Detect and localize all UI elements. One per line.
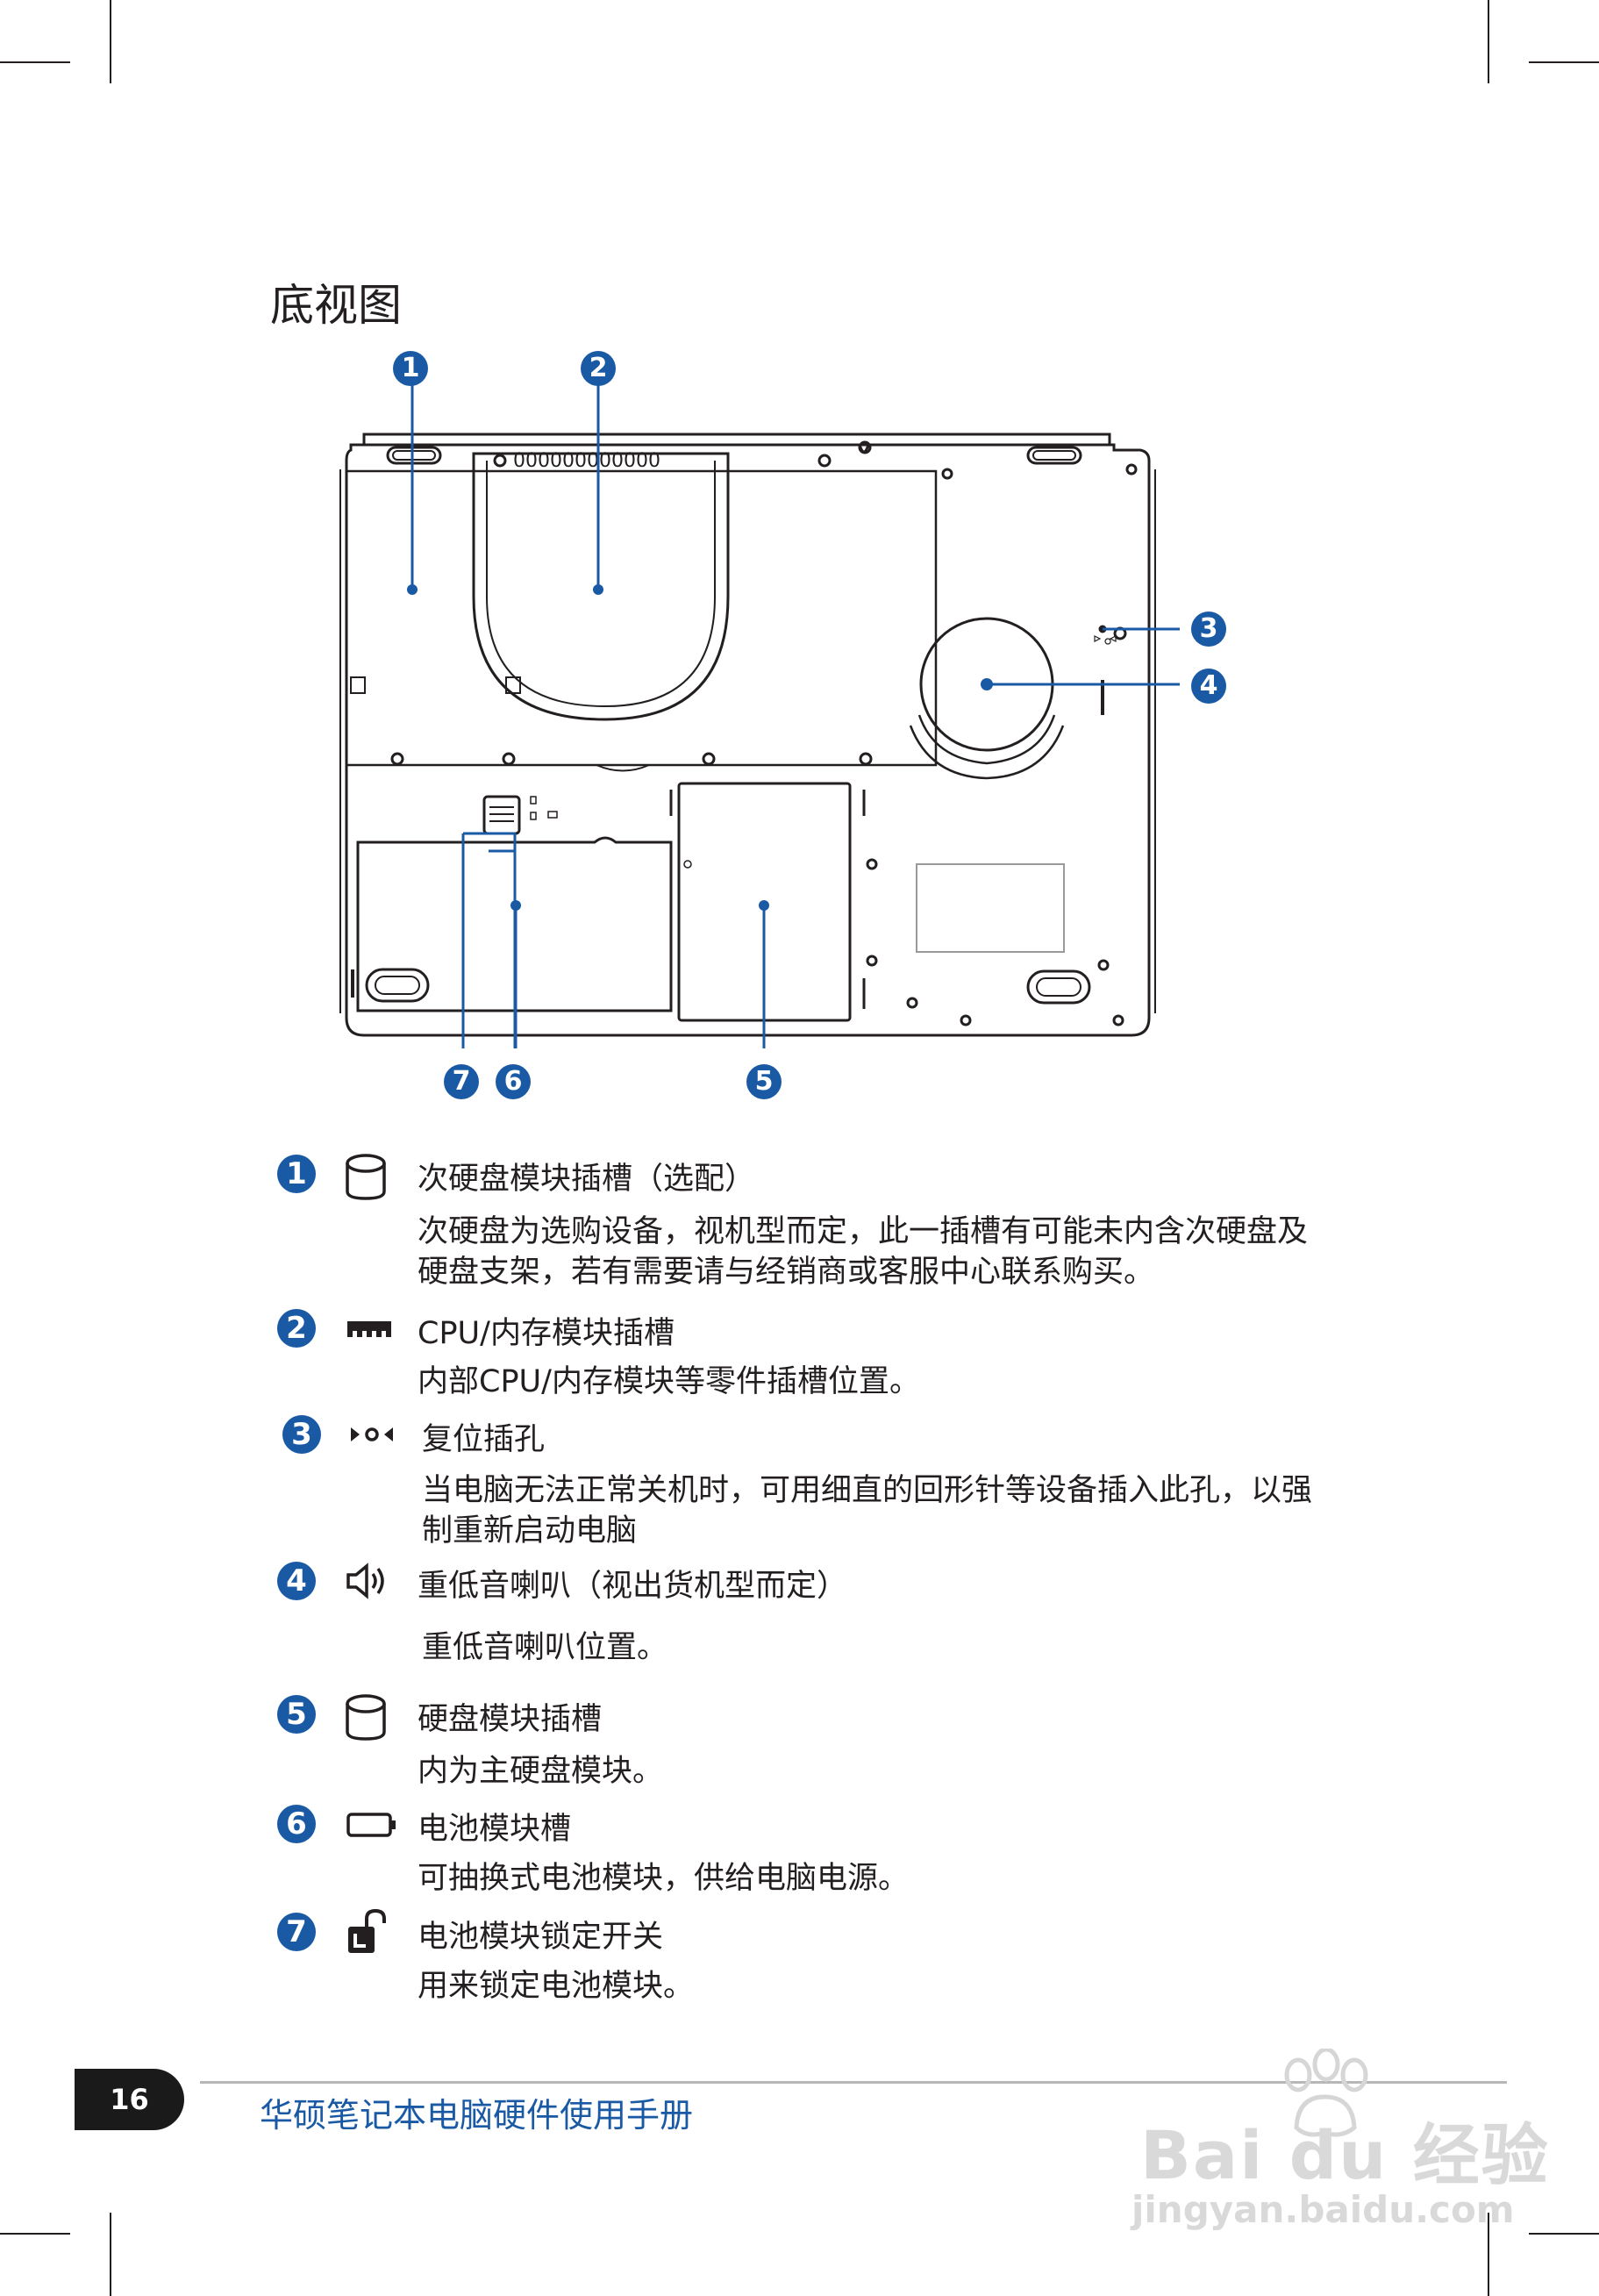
crop-mark bbox=[1529, 61, 1599, 63]
callout-1: 1 bbox=[393, 351, 428, 386]
crop-mark bbox=[0, 61, 70, 63]
callout-2: 2 bbox=[581, 351, 616, 386]
unlock-icon bbox=[348, 1908, 386, 1953]
crop-mark bbox=[110, 0, 111, 83]
hard-disk-icon bbox=[346, 1694, 386, 1741]
item-number-4: 4 bbox=[277, 1562, 316, 1600]
item-number-7: 7 bbox=[277, 1913, 316, 1951]
speaker-icon bbox=[346, 1563, 384, 1599]
item-number-6: 6 bbox=[277, 1805, 316, 1843]
watermark-brand: Bai du 经验 bbox=[1140, 2116, 1550, 2194]
page-number: 16 bbox=[75, 2069, 184, 2130]
item-desc-5: 内为主硬盘模块。 bbox=[418, 1754, 664, 1789]
item-title-5: 硬盘模块插槽 bbox=[418, 1702, 603, 1737]
footer-rule bbox=[200, 2081, 1507, 2084]
crop-mark bbox=[1488, 0, 1489, 83]
crop-mark bbox=[0, 2233, 70, 2235]
item-title-3: 复位插孔 bbox=[422, 1422, 546, 1457]
item-title-2: CPU/内存模块插槽 bbox=[418, 1316, 675, 1351]
item-number-3: 3 bbox=[282, 1415, 321, 1454]
rubber-foot bbox=[1026, 969, 1091, 1005]
item-desc-1: 次硬盘为选购设备，视机型而定，此一插槽有可能未内含次硬盘及硬盘支架，若有需要请与… bbox=[418, 1214, 1309, 1290]
page-title: 底视图 bbox=[270, 280, 402, 331]
callout-5: 5 bbox=[746, 1064, 782, 1099]
watermark-url: jingyan.baidu.com bbox=[1131, 2188, 1515, 2231]
item-desc-7: 用来锁定电池模块。 bbox=[418, 1969, 695, 2004]
item-desc-2: 内部CPU/内存模块等零件插槽位置。 bbox=[418, 1364, 920, 1399]
item-title-7: 电池模块锁定开关 bbox=[418, 1920, 664, 1955]
item-number-2: 2 bbox=[277, 1309, 316, 1348]
footer-title: 华硕笔记本电脑硬件使用手册 bbox=[260, 2096, 694, 2135]
callout-6: 6 bbox=[496, 1064, 531, 1099]
crop-mark bbox=[110, 2213, 111, 2296]
bottom-view-diagram: 000000000000 bbox=[339, 377, 1180, 1048]
item-title-6: 电池模块槽 bbox=[418, 1812, 572, 1847]
reset-icon bbox=[351, 1427, 393, 1441]
hard-disk-icon bbox=[346, 1154, 386, 1200]
baidu-paw-logo bbox=[1284, 2049, 1368, 2137]
item-desc-4: 重低音喇叭位置。 bbox=[422, 1630, 668, 1665]
battery-icon bbox=[346, 1813, 396, 1837]
rubber-foot bbox=[386, 446, 442, 465]
item-number-5: 5 bbox=[277, 1695, 316, 1734]
crop-mark bbox=[1488, 2213, 1489, 2296]
crop-mark bbox=[1529, 2233, 1599, 2235]
laptop-outline bbox=[345, 443, 1151, 1037]
item-title-4: 重低音喇叭（视出货机型而定） bbox=[418, 1569, 848, 1604]
callout-3: 3 bbox=[1191, 612, 1226, 647]
item-number-1: 1 bbox=[277, 1155, 316, 1193]
callout-4: 4 bbox=[1191, 669, 1226, 704]
secondary-disk-cover bbox=[345, 469, 938, 767]
item-title-1: 次硬盘模块插槽（选配） bbox=[418, 1162, 756, 1197]
item-desc-6: 可抽换式电池模块，供给电脑电源。 bbox=[418, 1861, 910, 1896]
rubber-foot bbox=[1026, 446, 1082, 465]
callout-7: 7 bbox=[444, 1064, 479, 1099]
item-desc-3: 当电脑无法正常关机时，可用细直的回形针等设备插入此孔，以强制重新启动电脑 bbox=[422, 1473, 1313, 1549]
label-sticker bbox=[916, 863, 1065, 953]
memory-label: 000000000000 bbox=[513, 450, 660, 472]
cpu-memory-cover bbox=[472, 452, 730, 721]
battery-module bbox=[356, 836, 673, 1012]
memory-icon bbox=[347, 1321, 391, 1337]
